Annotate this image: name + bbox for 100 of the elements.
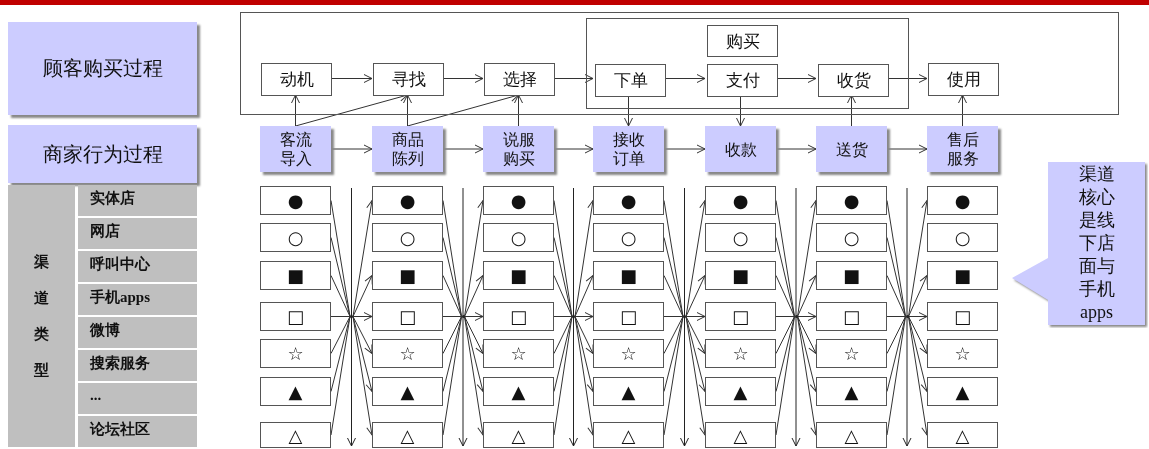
arrow [574, 316, 594, 354]
connector-line [775, 275, 795, 317]
junction-point [350, 315, 353, 318]
symbol-cell: ○ [483, 223, 554, 252]
arrow [908, 316, 928, 354]
symbol-cell: ■ [372, 261, 443, 290]
callout: 渠道核心是线下店面与手机apps [1012, 162, 1148, 328]
symbol-cell: △ [816, 422, 887, 448]
merchant-step-box: 接收订单 [593, 126, 664, 172]
symbol-cell: △ [593, 422, 664, 448]
arrow [574, 312, 594, 321]
step-box: 选择 [484, 63, 555, 96]
symbol-cell: △ [483, 422, 554, 448]
symbol-cell: ▲ [483, 377, 554, 406]
arrow [685, 312, 706, 321]
arrow [442, 144, 484, 154]
step-box: 使用 [928, 63, 999, 96]
arrow [908, 275, 928, 317]
merchant-step-box: 商品陈列 [372, 126, 443, 172]
channel-cell: 手机apps [78, 284, 197, 315]
channel-cell: 论坛社区 [78, 416, 197, 447]
junction-point [794, 315, 798, 318]
arrow [464, 312, 484, 321]
connector-line [553, 316, 573, 317]
merchant-step-box: 收款 [705, 126, 776, 172]
symbol-cell: ☆ [372, 339, 443, 368]
symbol-cell: ■ [816, 261, 887, 290]
arrow [352, 312, 373, 321]
connector-line [886, 316, 906, 354]
symbol-cell: ☆ [927, 339, 998, 368]
arrow [775, 144, 817, 154]
symbol-cell: ■ [483, 261, 554, 290]
symbol-cell: ● [927, 186, 998, 215]
connector-line [775, 316, 795, 354]
arrow [352, 316, 373, 354]
symbol-cell: ■ [705, 261, 776, 290]
category-cell: 渠道类型 [8, 185, 75, 447]
arrow [958, 94, 967, 127]
junction-point [572, 315, 575, 318]
channel-cell: ... [78, 383, 197, 414]
symbol-cell: ☆ [593, 339, 664, 368]
connector-line [775, 237, 795, 317]
connector-line [663, 316, 684, 317]
connector-line [442, 237, 462, 317]
connector-line [663, 237, 684, 317]
connector-line [330, 237, 351, 317]
symbol-cell: □ [927, 302, 998, 331]
symbol-cell: ○ [260, 223, 331, 252]
process-frame [240, 12, 1119, 115]
symbol-cell: ▲ [705, 377, 776, 406]
symbol-cell: ■ [593, 261, 664, 290]
junction-point [461, 315, 465, 318]
symbol-cell: △ [705, 422, 776, 448]
symbol-cell: ● [816, 186, 887, 215]
symbol-cell: □ [816, 302, 887, 331]
connector-line [886, 275, 906, 317]
connector-line [775, 316, 795, 392]
symbol-cell: ● [483, 186, 554, 215]
channel-cell: 网店 [78, 218, 197, 249]
symbol-cell: ○ [372, 223, 443, 252]
connector-line [553, 275, 573, 317]
arrow [797, 275, 817, 317]
connector-line [553, 316, 573, 354]
arrow [464, 275, 484, 317]
symbol-cell: □ [483, 302, 554, 331]
channel-cell: 搜索服务 [78, 350, 197, 381]
step-box: 收货 [818, 64, 889, 97]
arrow [403, 94, 412, 127]
symbol-cell: □ [705, 302, 776, 331]
symbol-cell: ○ [816, 223, 887, 252]
symbol-cell: ■ [260, 261, 331, 290]
connector-line [330, 275, 351, 317]
symbol-cell: □ [260, 302, 331, 331]
symbol-cell: ☆ [816, 339, 887, 368]
connector-line [330, 316, 351, 354]
symbol-cell: ▲ [816, 377, 887, 406]
symbol-cell: ○ [593, 223, 664, 252]
symbol-cell: △ [260, 422, 331, 448]
symbol-cell: ☆ [260, 339, 331, 368]
connector-line [442, 316, 462, 354]
arrow [442, 74, 484, 83]
symbol-cell: ▲ [927, 377, 998, 406]
symbol-cell: ☆ [483, 339, 554, 368]
symbol-cell: ☆ [705, 339, 776, 368]
arrow [685, 275, 706, 317]
arrow [797, 312, 817, 321]
symbol-cell: □ [372, 302, 443, 331]
arrow [663, 144, 706, 154]
channel-cell: 微博 [78, 317, 197, 348]
symbol-cell: ○ [705, 223, 776, 252]
arrow [797, 316, 817, 354]
purchase-frame [586, 18, 909, 109]
connector-line [442, 316, 462, 392]
merchant-step-box: 售后服务 [927, 126, 998, 172]
connector-line [442, 275, 462, 317]
symbol-cell: ● [593, 186, 664, 215]
arrow [553, 74, 594, 83]
merchant-step-box: 说服购买 [483, 126, 554, 172]
arrow [291, 94, 300, 127]
symbol-cell: ■ [927, 261, 998, 290]
